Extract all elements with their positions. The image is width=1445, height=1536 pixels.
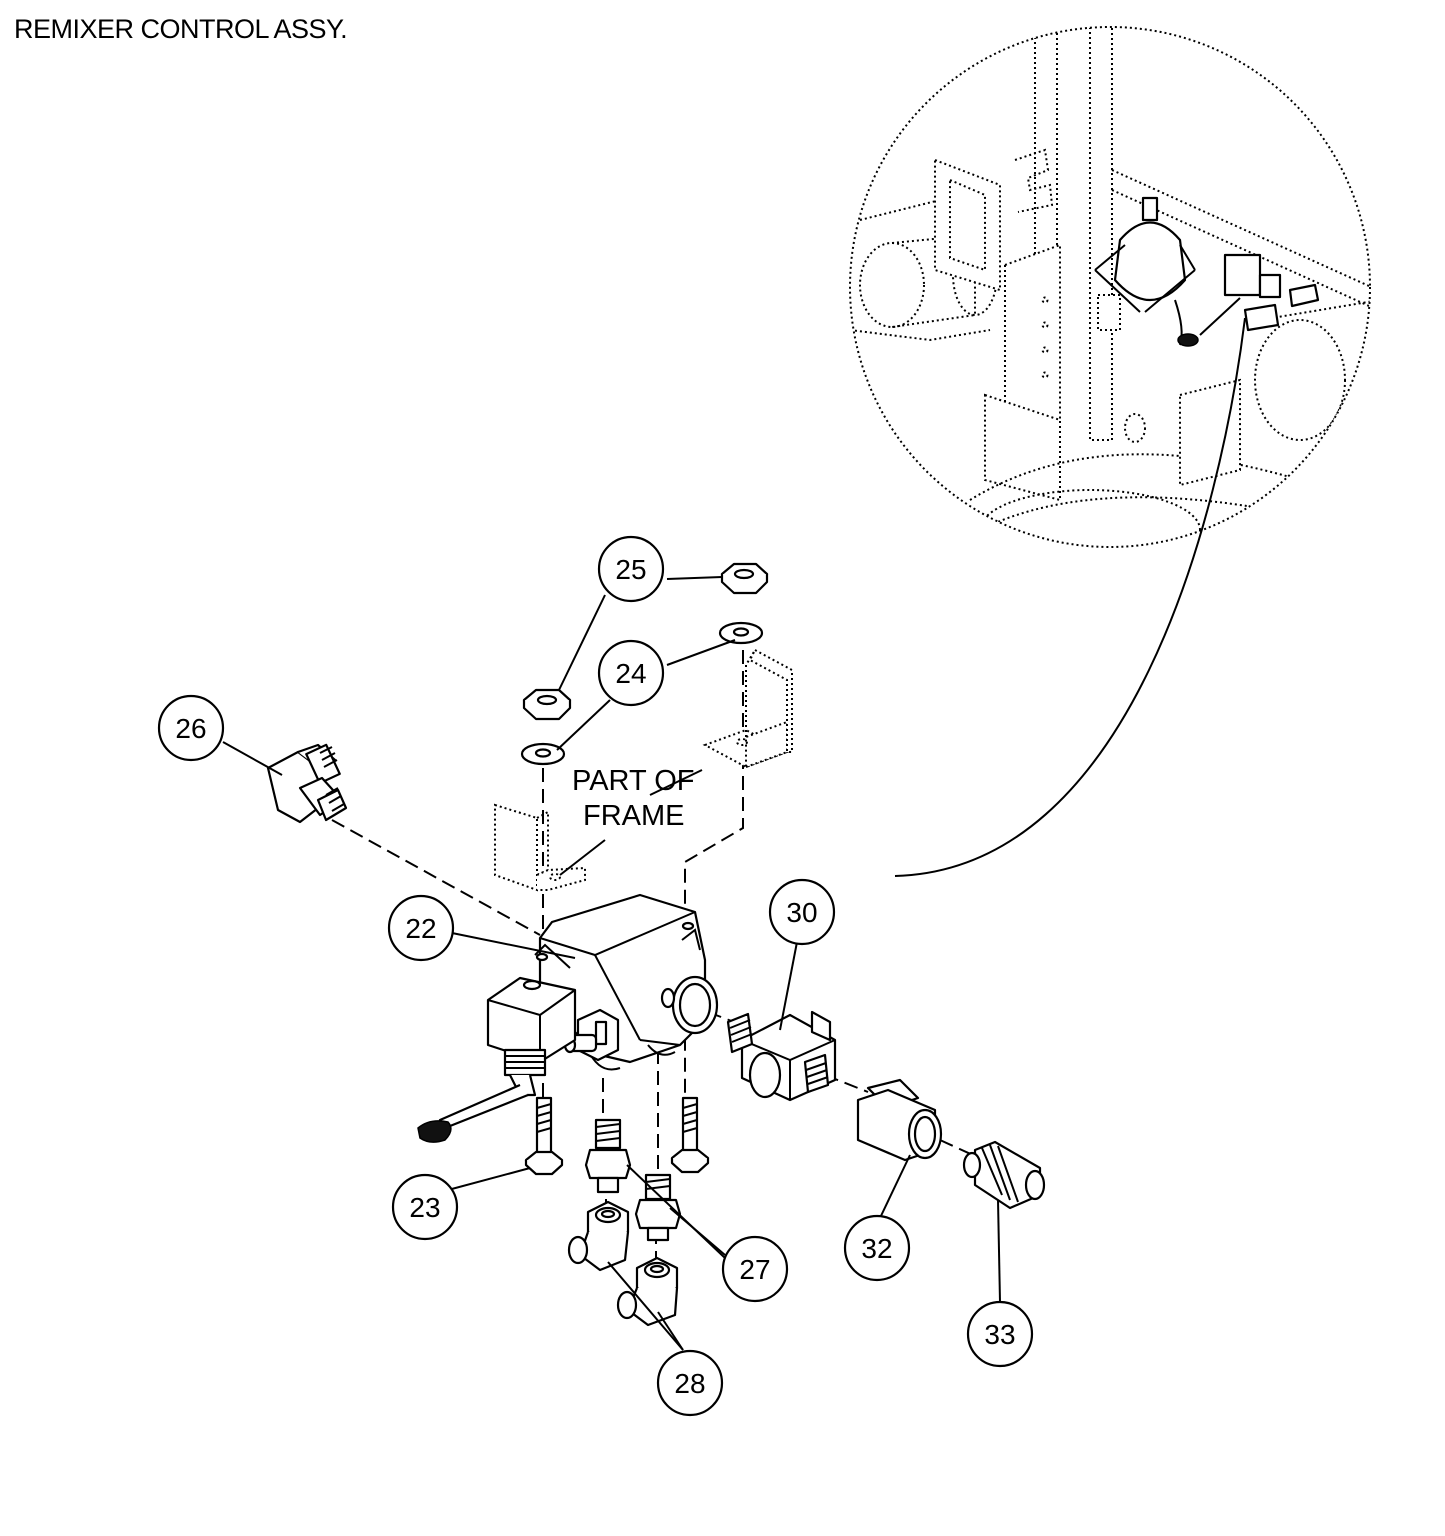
detail-inset bbox=[849, 26, 1371, 877]
adapter-left-27 bbox=[584, 1118, 632, 1194]
callout-23: 23 bbox=[391, 1173, 459, 1241]
tee-fitting-30 bbox=[726, 1010, 837, 1102]
callout-33-label: 33 bbox=[984, 1319, 1015, 1350]
callout-26: 26 bbox=[157, 694, 225, 762]
frame-bracket-right bbox=[702, 648, 793, 769]
connector-33 bbox=[962, 1140, 1046, 1210]
washer-left bbox=[520, 742, 566, 766]
fitting-32 bbox=[856, 1078, 943, 1162]
bolt-right-23 bbox=[670, 1096, 710, 1174]
bolt-left-23 bbox=[524, 1096, 564, 1176]
callout-30: 30 bbox=[768, 878, 836, 946]
callout-27-label: 27 bbox=[739, 1254, 770, 1285]
callout-25-label: 25 bbox=[615, 554, 646, 585]
note-frame: FRAME bbox=[583, 800, 685, 832]
washer-right bbox=[718, 621, 764, 645]
callout-28: 28 bbox=[656, 1349, 724, 1417]
callout-24-label: 24 bbox=[615, 658, 646, 689]
callout-26-label: 26 bbox=[175, 713, 206, 744]
callout-32-label: 32 bbox=[861, 1233, 892, 1264]
nut-left bbox=[522, 688, 572, 721]
elbow-fitting-26 bbox=[266, 743, 348, 824]
diagram-title: REMIXER CONTROL ASSY. bbox=[14, 14, 348, 44]
inset-leader bbox=[894, 317, 1246, 877]
adapter-right-27 bbox=[634, 1173, 682, 1242]
elbow-right-28 bbox=[616, 1256, 679, 1327]
callout-30-label: 30 bbox=[786, 897, 817, 928]
callout-27: 27 bbox=[721, 1235, 789, 1303]
frame-bracket-left bbox=[494, 803, 586, 892]
callout-33: 33 bbox=[966, 1300, 1034, 1368]
callout-23-label: 23 bbox=[409, 1192, 440, 1223]
nut-right bbox=[720, 562, 769, 595]
callout-22: 22 bbox=[387, 894, 455, 962]
callout-22-label: 22 bbox=[405, 913, 436, 944]
leader-lines bbox=[222, 576, 1001, 1351]
elbow-left-28 bbox=[567, 1200, 630, 1272]
callout-25: 25 bbox=[597, 535, 665, 603]
callout-28-label: 28 bbox=[674, 1368, 705, 1399]
callout-24: 24 bbox=[597, 639, 665, 707]
note-part-of: PART OF bbox=[572, 765, 694, 797]
valve-body-22 bbox=[417, 893, 719, 1143]
callout-32: 32 bbox=[843, 1214, 911, 1282]
